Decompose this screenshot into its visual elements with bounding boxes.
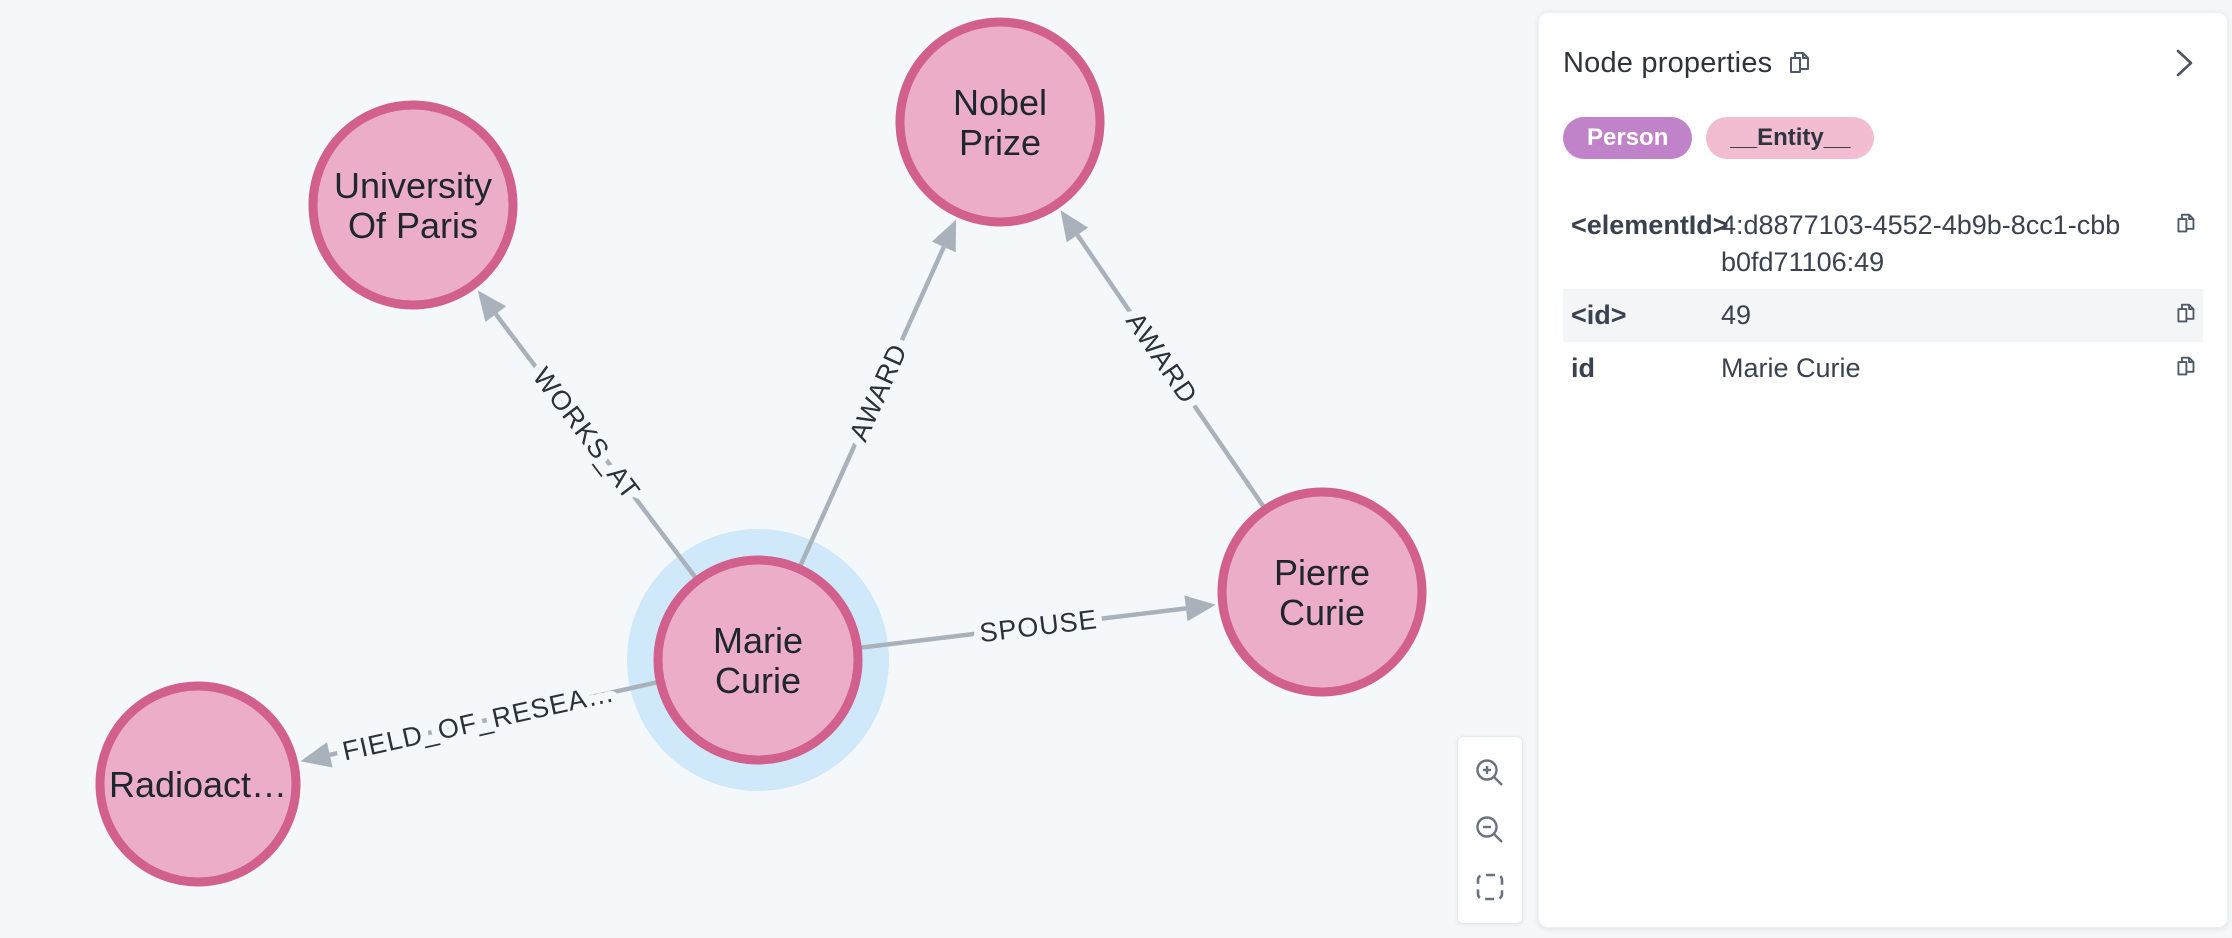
copy-icon [1790, 52, 1810, 73]
property-key: id [1571, 353, 1595, 383]
node-properties-panel: Node properties Person __Entity__ <eleme… [1538, 12, 2228, 928]
zoom-to-fit-button[interactable] [1458, 859, 1522, 915]
graph-node-pierre-curie[interactable] [1217, 487, 1427, 697]
node-labels-row: Person __Entity__ [1563, 117, 2203, 159]
zoom-in-button[interactable] [1458, 745, 1522, 801]
property-key: <id> [1571, 300, 1627, 330]
graph-node-university-of-paris[interactable] [308, 100, 518, 310]
edge-label-award[interactable]: AWARD [1112, 299, 1211, 417]
property-row-id-internal: <id> 49 [1563, 289, 2203, 342]
graph-node-radioactivity[interactable] [95, 681, 301, 887]
properties-table: <elementId> 4:d8877103-4552-4b9b-8cc1-cb… [1563, 199, 2203, 395]
magnifier-minus-icon [1476, 816, 1503, 843]
zoom-out-button[interactable] [1458, 802, 1522, 858]
zoom-controls [1457, 736, 1523, 924]
copy-icon [2177, 303, 2195, 323]
fit-to-screen-icon [1476, 873, 1504, 900]
collapse-panel-button[interactable] [2165, 43, 2203, 83]
node-label-badge-person[interactable]: Person [1563, 117, 1693, 159]
edge-label-award[interactable]: AWARD [835, 331, 921, 454]
node-label-badge-entity[interactable]: __Entity__ [1706, 117, 1875, 159]
property-value: 4:d8877103-4552-4b9b-8cc1-cbbb0fd71106:4… [1721, 210, 2121, 277]
copy-property-button[interactable] [2174, 297, 2197, 326]
copy-property-button[interactable] [2174, 350, 2197, 379]
edge-line-field-of-resea [329, 680, 657, 758]
edge-label-spouse[interactable]: SPOUSE [970, 596, 1107, 656]
property-value: Marie Curie [1721, 353, 1861, 383]
magnifier-plus-icon [1476, 759, 1503, 787]
property-row-id: id Marie Curie [1563, 342, 2203, 395]
edge-arrowhead-award [931, 219, 957, 253]
edge-label-works-at[interactable]: WORKS_AT [519, 354, 654, 514]
graph-node-nobel-prize[interactable] [895, 17, 1105, 227]
edge-line-works-at [493, 312, 697, 579]
property-key: <elementId> [1571, 210, 1729, 240]
copy-property-button[interactable] [2174, 207, 2197, 236]
property-row-elementid: <elementId> 4:d8877103-4552-4b9b-8cc1-cb… [1563, 199, 2203, 289]
edge-arrowhead-field-of-resea [300, 742, 333, 768]
edge-arrowhead-works-at [477, 290, 507, 323]
property-value: 49 [1721, 300, 1752, 330]
edge-line-spouse [860, 606, 1187, 650]
edge-line-award [798, 246, 946, 567]
panel-title: Node properties [1563, 46, 1773, 79]
edge-line-award [1075, 233, 1266, 508]
edge-arrowhead-spouse [1184, 595, 1216, 622]
edge-arrowhead-award [1060, 210, 1089, 243]
copy-icon [2177, 213, 2195, 233]
copy-all-properties-button[interactable] [1786, 49, 1812, 77]
panel-header: Node properties [1563, 43, 2203, 83]
edge-label-field-of-resea[interactable]: FIELD_OF_RESEA… [332, 669, 625, 774]
graph-node-marie-curie[interactable] [653, 555, 863, 765]
copy-icon [2177, 356, 2195, 376]
chevron-right-icon [2176, 49, 2193, 77]
node-label-radioactivity: Radioact… [109, 764, 287, 805]
